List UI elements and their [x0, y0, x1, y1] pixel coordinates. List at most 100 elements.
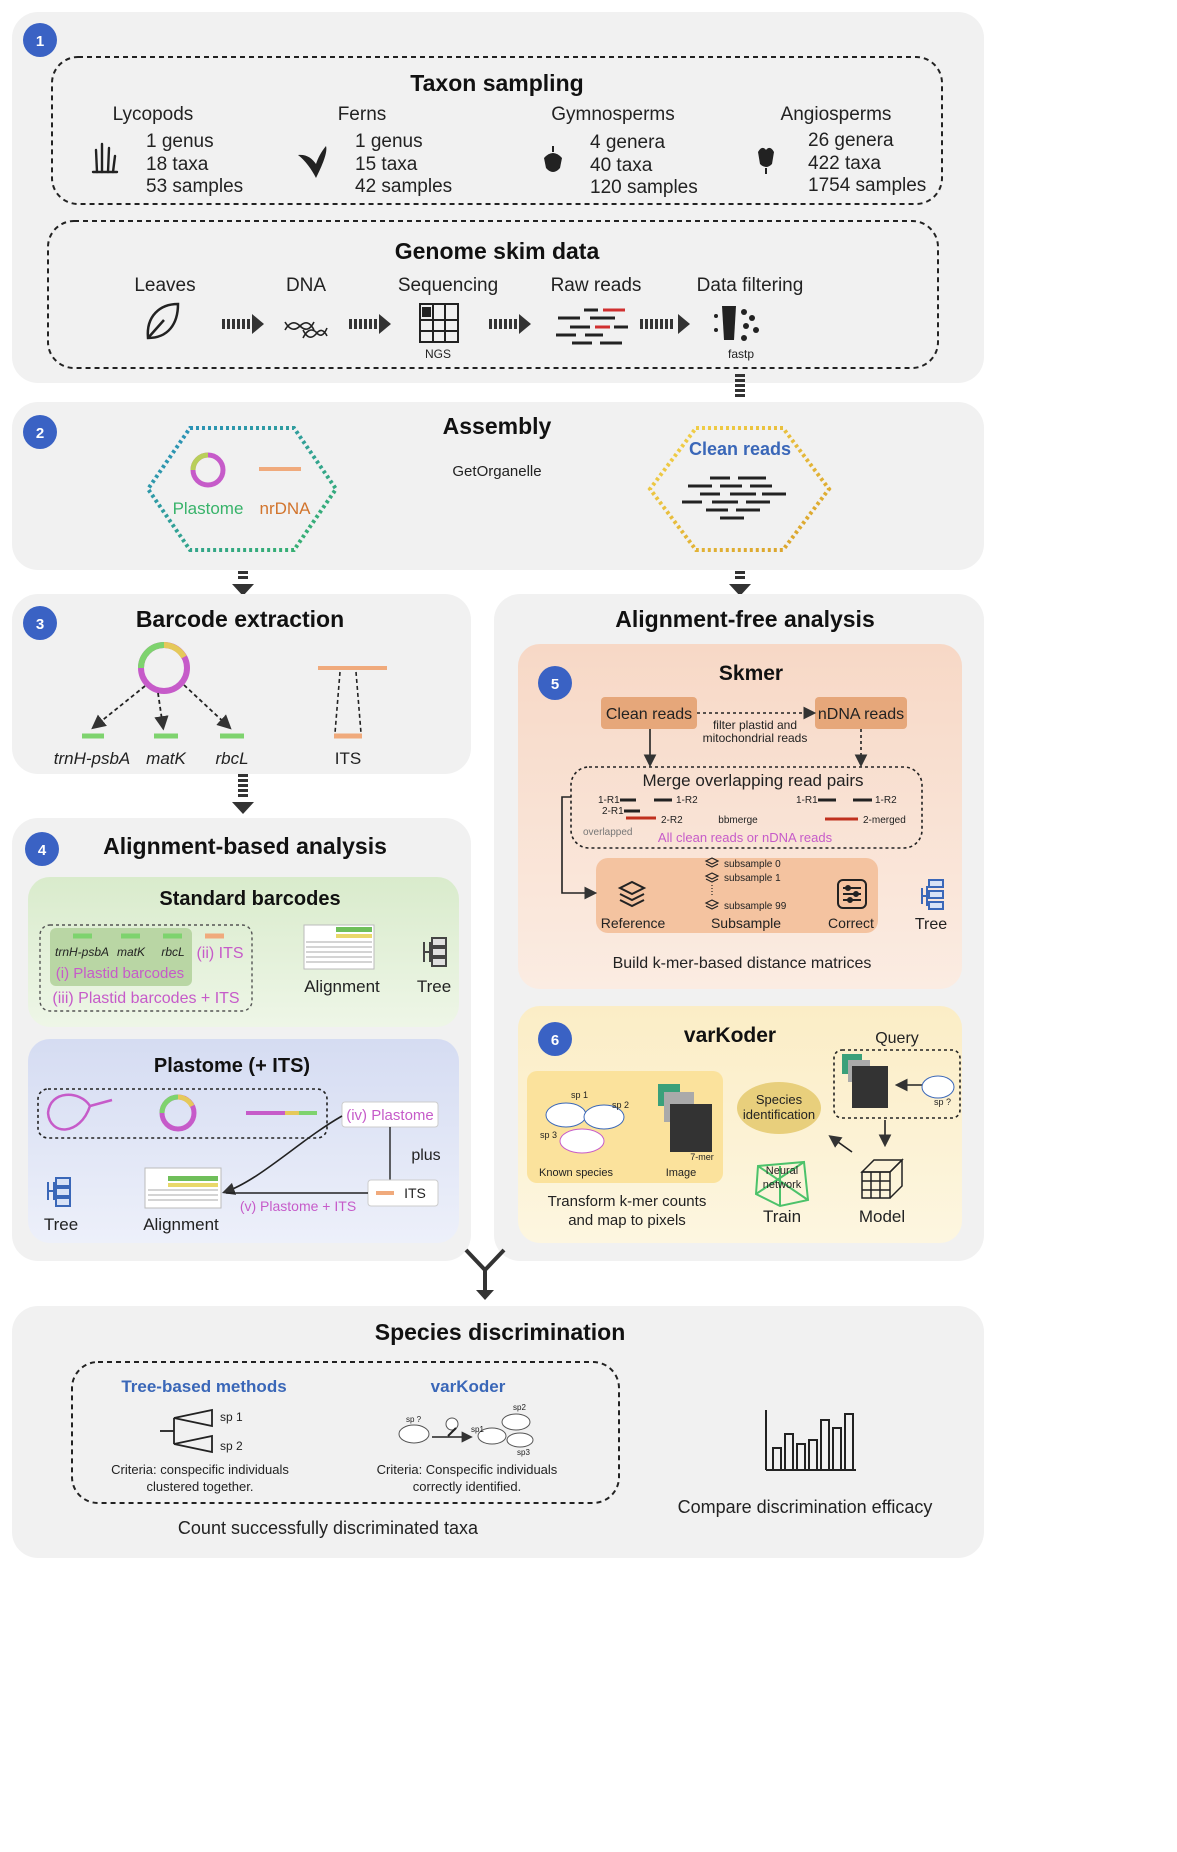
- train-label: Train: [763, 1207, 801, 1226]
- taxon-samples: 42 samples: [355, 176, 452, 197]
- clean-reads-icon: [682, 476, 786, 520]
- badge-4-label: 4: [38, 842, 47, 859]
- sequencer-icon: [419, 303, 459, 343]
- badge-5: [538, 666, 572, 700]
- all-reads-label: All clean reads or nDNA reads: [658, 830, 833, 845]
- step-raw-reads: Raw reads: [551, 275, 642, 296]
- badge-1: [23, 23, 57, 57]
- tree-diagram-icon: [160, 1408, 213, 1454]
- species-title: Species discrimination: [375, 1319, 626, 1345]
- compare-label: Compare discrimination efficacy: [678, 1497, 933, 1517]
- taxon-ferns: Ferns 1 genus 15 taxa 42 samples: [298, 104, 452, 197]
- badge-3: [23, 606, 57, 640]
- genome-skim-box: [47, 220, 939, 369]
- alignment-based-title: Alignment-based analysis: [103, 833, 387, 859]
- transform-label-2: and map to pixels: [568, 1212, 686, 1229]
- taxon-samples: 53 samples: [146, 176, 243, 197]
- assembly-title: Assembly: [443, 413, 552, 439]
- plastome-its-v-label: (v) Plastome + ITS: [240, 1198, 356, 1214]
- lycopod-icon: [91, 142, 119, 174]
- varkoder-title: varKoder: [684, 1024, 776, 1047]
- varkoder-method-title: varKoder: [431, 1377, 506, 1396]
- merge-curve: [221, 1115, 343, 1195]
- panel-1: [12, 12, 984, 383]
- skmer-caption: Build k-mer-based distance matrices: [613, 955, 872, 972]
- species-id-ellipse: [737, 1082, 821, 1134]
- taxon-genus: 4 genera: [590, 132, 665, 153]
- subsample-99: subsample 99: [724, 901, 787, 912]
- tree-label: Tree: [417, 977, 451, 996]
- criteria-vk-1: Criteria: Conspecific individuals: [377, 1462, 558, 1477]
- taxon-taxa: 40 taxa: [590, 155, 653, 176]
- flow-arrow-dna-seq: [349, 314, 391, 334]
- ngs-label: NGS: [425, 347, 451, 361]
- taxon-genus: 26 genera: [808, 130, 894, 151]
- criteria-vk-2: correctly identified.: [413, 1479, 521, 1494]
- skmer-ndna-reads: nDNA reads: [818, 706, 904, 723]
- plastome-loop-lower: [46, 1105, 92, 1131]
- model-to-id-arrow: [828, 1135, 853, 1153]
- step-dna: DNA: [286, 275, 326, 296]
- merge-reads-left: [620, 798, 672, 820]
- plastome-iv-label: (iv) Plastome: [346, 1107, 434, 1124]
- model-label: Model: [859, 1207, 905, 1226]
- correct-label: Correct: [828, 915, 874, 931]
- panel-2: [12, 402, 984, 570]
- read-1r1: 1-R1: [598, 795, 620, 806]
- reference-label: Reference: [601, 915, 666, 931]
- taxon-name: Ferns: [338, 104, 387, 125]
- badge-6: [538, 1022, 572, 1056]
- layers-icon: [617, 880, 647, 908]
- clean-reads-hexagon: [647, 426, 832, 552]
- its-ii-label: (ii) ITS: [196, 945, 243, 962]
- bbmerge-label: bbmerge: [718, 815, 758, 826]
- flow-arrow-raw-filter: [640, 314, 690, 334]
- merge-arrowhead: [476, 1290, 494, 1300]
- merge-y-connector: [464, 1248, 506, 1273]
- taxon-taxa: 15 taxa: [355, 154, 418, 175]
- sp3-label: sp 3: [540, 1130, 557, 1140]
- tree-sp2: sp 2: [220, 1439, 243, 1453]
- leaf-icon: [146, 302, 180, 340]
- correct-icon: [837, 879, 867, 909]
- overlapped-label: overlapped: [583, 827, 632, 838]
- kmer-image-icon: [658, 1084, 712, 1152]
- tree-icon: [423, 937, 447, 967]
- skmer-title: Skmer: [719, 662, 783, 685]
- read-merged: 2-merged: [863, 815, 906, 826]
- taxon-angiosperms: Angiosperms 26 genera 422 taxa 1754 samp…: [758, 104, 926, 196]
- query-label: Query: [875, 1030, 919, 1047]
- alignment-label: Alignment: [304, 977, 380, 996]
- taxon-genus: 1 genus: [355, 131, 423, 152]
- barcode-arrows: [91, 684, 232, 731]
- fastp-label: fastp: [728, 347, 754, 361]
- its-dashes: [334, 671, 362, 734]
- skmer-clean-reads-box: [601, 697, 697, 729]
- its-label: ITS: [335, 749, 361, 768]
- species-id-label-1: Species: [756, 1092, 803, 1107]
- reference-arrow: [561, 796, 598, 900]
- raw-reads-icon: [556, 308, 628, 345]
- skmer-clean-reads: Clean reads: [606, 706, 692, 723]
- read-2r2: 2-R2: [661, 815, 683, 826]
- stack-icons: [704, 857, 720, 910]
- barcode-rbcl: rbcL: [215, 749, 248, 768]
- query-sp-label: sp ?: [934, 1097, 951, 1107]
- neural-network-icon: [754, 1160, 810, 1208]
- merge-box: [570, 766, 923, 849]
- read-1r1-b: 1-R1: [796, 795, 818, 806]
- panel-3: [12, 594, 471, 774]
- plastome-loop: [46, 1093, 113, 1114]
- subsample-0: subsample 0: [724, 859, 781, 870]
- badge-4: [25, 832, 59, 866]
- filter-label: filter plastid and: [713, 718, 797, 732]
- read-1r2-b: 1-R2: [875, 795, 897, 806]
- step-leaves: Leaves: [134, 275, 195, 296]
- taxon-name: Lycopods: [113, 104, 194, 125]
- badge-3-label: 3: [36, 616, 44, 633]
- taxon-name: Gymnosperms: [551, 104, 675, 125]
- flower-icon: [758, 147, 774, 174]
- flow-arrow-seq-raw: [489, 314, 531, 334]
- step-data-filtering: Data filtering: [697, 275, 804, 296]
- taxon-sampling-box: [51, 56, 943, 205]
